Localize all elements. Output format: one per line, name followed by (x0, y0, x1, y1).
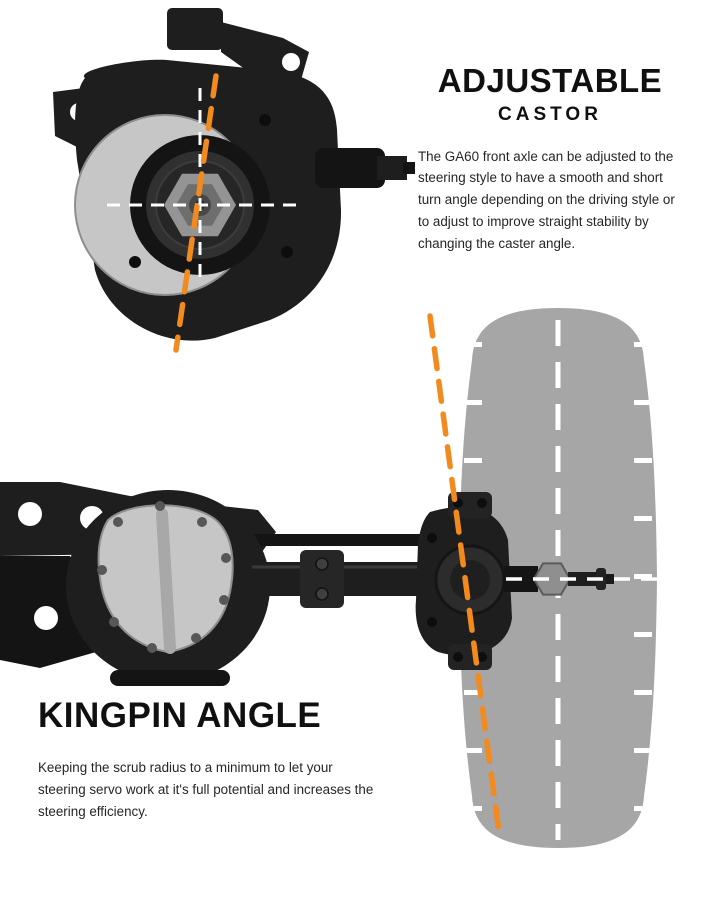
diff-cover-bolts (97, 501, 231, 653)
kingpin-section: KINGPIN ANGLE Keeping the scrub radius t… (38, 698, 408, 823)
castor-subtitle: CASTOR (498, 103, 602, 125)
knuckle-body (53, 8, 415, 341)
front-axle-figure (0, 308, 668, 848)
steering-knuckle-figure (53, 8, 415, 353)
axle-assembly (0, 482, 614, 686)
kingpin-title: KINGPIN ANGLE (38, 696, 322, 735)
kingpin-description: Keeping the scrub radius to a minimum to… (38, 760, 374, 819)
castor-section: ADJUSTABLE CASTOR The GA60 front axle ca… (418, 62, 682, 255)
castor-description: The GA60 front axle can be adjusted to t… (418, 148, 675, 252)
kingpin-angle-line (427, 313, 502, 835)
castor-title: ADJUSTABLE (437, 62, 663, 99)
caster-angle-line (173, 73, 219, 353)
